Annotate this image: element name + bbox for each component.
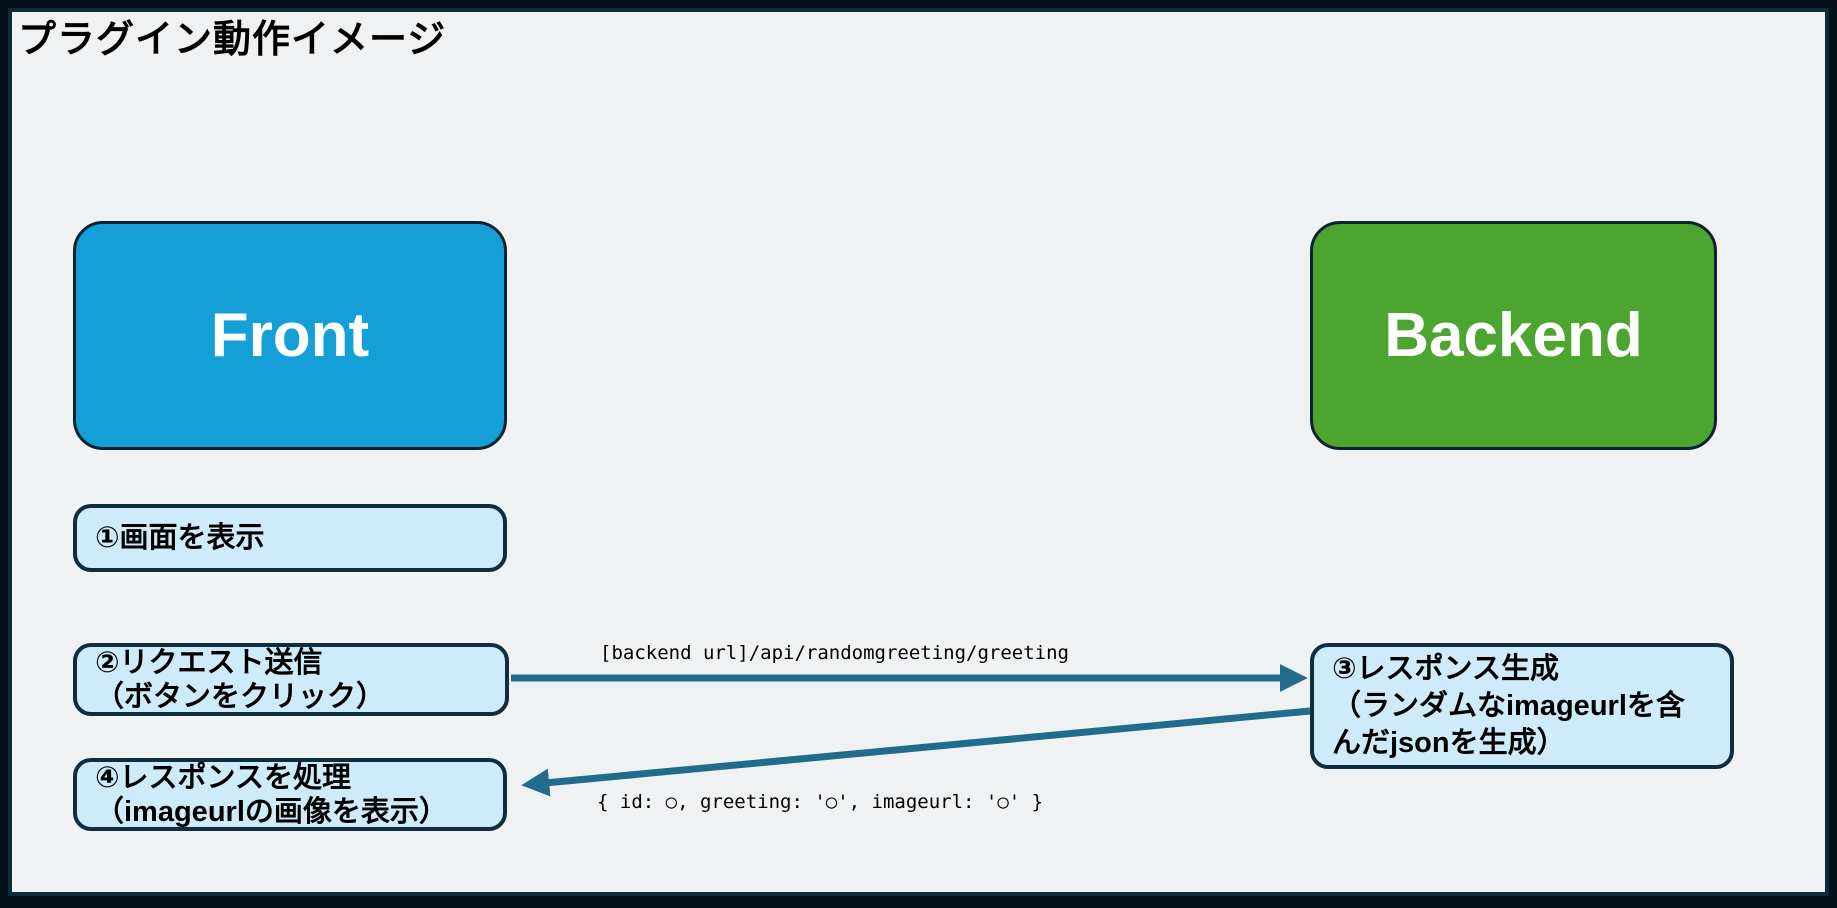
step-line: （ボタンをクリック）	[95, 680, 386, 713]
front-node-label: Front	[210, 301, 370, 370]
backend-node: Backend	[1310, 221, 1717, 450]
request-arrow-label: [backend url]/api/randomgreeting/greetin…	[600, 642, 1069, 664]
step-line: （imageurlの画像を表示）	[95, 795, 448, 828]
step-box-4-handle-response: ④レスポンスを処理（imageurlの画像を表示）	[73, 758, 507, 831]
response-arrow	[521, 707, 1311, 797]
step-line: ②リクエスト送信	[95, 646, 323, 679]
backend-node-label: Backend	[1384, 301, 1643, 370]
step-box-3-generate-response: ③レスポンス生成 （ランダムなimageurlを含んだjsonを生成）	[1310, 643, 1734, 769]
step-line: ④レスポンスを処理	[95, 761, 351, 794]
step-box-2-send-request: ②リクエスト送信（ボタンをクリック）	[73, 643, 509, 716]
step-line: ③レスポンス生成	[1332, 652, 1559, 685]
page-title: プラグイン動作イメージ	[18, 19, 447, 61]
step-line: ①画面を表示	[95, 522, 265, 554]
step-box-1-display-screen: ①画面を表示	[73, 504, 507, 572]
step-line: （ランダムなimageurlを含	[1332, 689, 1685, 722]
front-node: Front	[73, 221, 507, 450]
step-line: んだjsonを生成）	[1332, 726, 1566, 759]
response-arrow-label: { id: ○, greeting: '○', imageurl: '○' }	[597, 791, 1044, 813]
